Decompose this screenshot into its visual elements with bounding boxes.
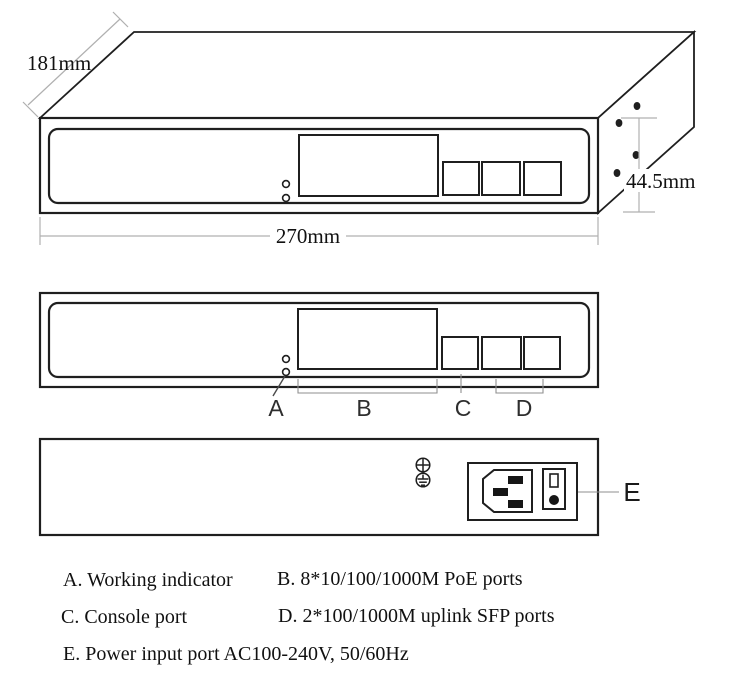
dimension-depth-label: 181mm [27, 51, 91, 75]
protective-earth-icon [415, 472, 431, 488]
callout-d-label: D [516, 395, 533, 421]
front-view: A B C D [38, 291, 600, 421]
perspective-view: 181mm 270mm 44.5mm [22, 11, 702, 248]
callout-e-label: E [623, 477, 640, 507]
screw-hole [633, 102, 641, 110]
callout-d: D [495, 379, 544, 421]
dimension-width-label: 270mm [276, 224, 340, 248]
inlet-pin [493, 488, 508, 496]
dimension-height-label: 44.5mm [626, 169, 695, 193]
inlet-pin [508, 476, 523, 484]
power-switch-icon [542, 468, 566, 510]
inlet-pin [508, 500, 523, 508]
screw-hole [613, 169, 621, 177]
legend-item-d: D. 2*100/1000M uplink SFP ports [278, 605, 555, 627]
callout-a-label: A [268, 395, 284, 421]
screw-hole [615, 119, 623, 127]
callout-b: B [297, 379, 438, 421]
callout-b-label: B [356, 395, 371, 421]
legend-item-e: E. Power input port AC100-240V, 50/60Hz [63, 643, 409, 665]
sfp-port [523, 336, 561, 370]
top-face [37, 31, 697, 119]
dimension-width: 270mm [39, 217, 599, 248]
legend-item-b: B. 8*10/100/1000M PoE ports [277, 568, 523, 590]
power-input-module [467, 462, 578, 521]
working-indicator-led [281, 179, 291, 189]
sfp-port [523, 161, 562, 196]
console-port [442, 161, 480, 196]
crosshead-screw-icon [415, 457, 431, 473]
sfp-port [481, 161, 521, 196]
callout-c-label: C [455, 395, 472, 421]
legend-item-a: A. Working indicator [63, 569, 233, 591]
working-indicator-led [281, 367, 291, 377]
working-indicator-led [281, 193, 291, 203]
poe-ports-area [298, 134, 439, 197]
working-indicator-led [281, 354, 291, 364]
rear-view: E [38, 437, 641, 537]
sfp-port [481, 336, 522, 370]
switch-off-mark [549, 495, 559, 505]
callout-e: E [578, 477, 641, 507]
dimension-height: 44.5mm [621, 117, 702, 213]
poe-ports-area [297, 308, 438, 370]
console-port [441, 336, 479, 370]
callout-c: C [455, 374, 472, 421]
dimension-depth: 181mm [22, 11, 129, 118]
legend-item-c: C. Console port [61, 606, 188, 628]
screw-hole [632, 151, 640, 159]
callout-a: A [268, 375, 286, 421]
switch-on-mark [549, 473, 559, 488]
